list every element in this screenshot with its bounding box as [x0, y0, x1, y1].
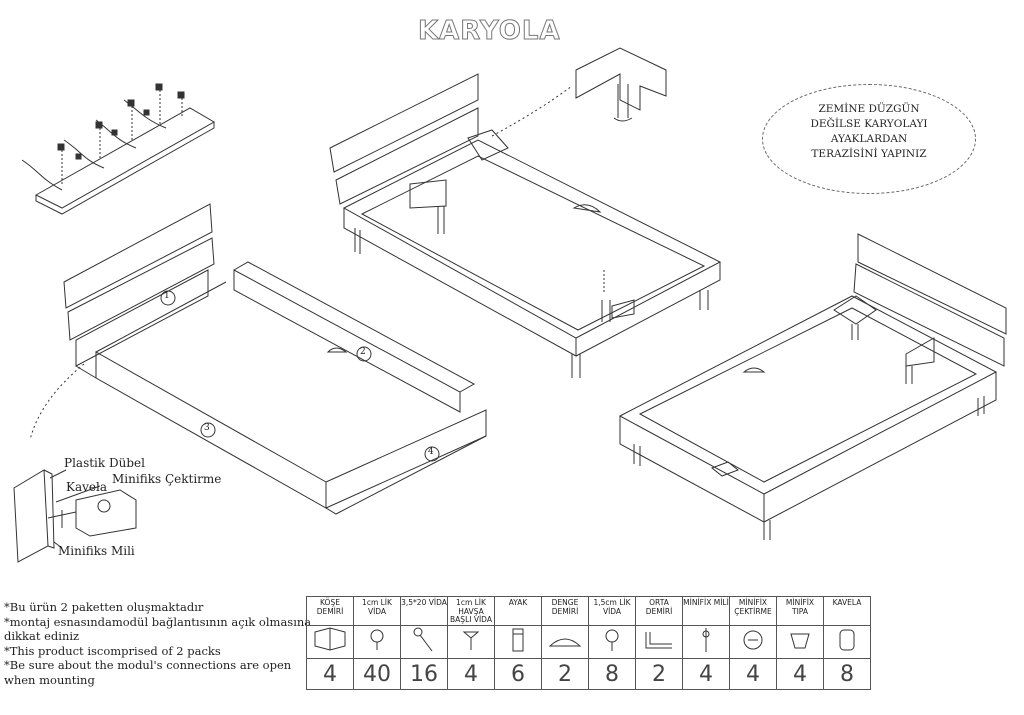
label-minifiks-mili: Minifiks Mili — [58, 544, 135, 558]
part-name: 1cm LİK VİDA — [353, 596, 401, 626]
part-illustration — [635, 625, 683, 659]
note-line: *montaj esnasındamodül bağlantısının açı… — [4, 614, 312, 629]
middle-bracket-icon — [645, 632, 672, 649]
note-line: *Bu ürün 2 paketten oluşmaktadır — [4, 600, 204, 614]
balance-bracket-icon — [548, 638, 582, 647]
part-quantity: 4 — [729, 658, 777, 690]
note-line: TERAZİSİNİ YAPINIZ — [811, 148, 927, 160]
short-screw-icon — [370, 629, 384, 650]
part-quantity: 2 — [635, 658, 683, 690]
step-number: 1 — [164, 291, 170, 301]
part-quantity: 4 — [447, 658, 495, 690]
part-quantity: 16 — [400, 658, 448, 690]
part-illustration — [447, 625, 495, 659]
part-illustration — [541, 625, 589, 659]
slats-screws-drawing — [21, 83, 216, 215]
bed-frame-assembled-top — [329, 47, 722, 378]
part-illustration — [776, 625, 824, 659]
minifix-cap-icon — [790, 633, 810, 649]
note-line: dikkat ediniz — [4, 629, 80, 643]
part-name: 3,5*20 VİDA — [400, 596, 448, 626]
part-name: DENGE DEMİRİ — [541, 596, 589, 626]
part-illustration — [353, 625, 401, 659]
page-title: KARYOLA — [418, 16, 561, 47]
dowel-icon — [839, 629, 855, 651]
note-line: DEĞİLSE KARYOLAYI — [810, 118, 928, 130]
part-illustration — [588, 625, 636, 659]
step-number: 4 — [428, 447, 434, 457]
medium-screw-icon — [605, 629, 619, 651]
countersunk-screw-icon — [462, 631, 480, 650]
part-name: KAVELA — [823, 596, 871, 626]
part-name: ORTA DEMİRİ — [635, 596, 683, 626]
part-name: 1,5cm LİK VİDA — [588, 596, 636, 626]
bed-frame-assembled-right — [618, 233, 1007, 540]
part-quantity: 2 — [541, 658, 589, 690]
long-screw-icon — [413, 627, 433, 652]
minifix-connection-detail — [13, 469, 137, 563]
leg-icon — [512, 628, 524, 652]
part-quantity: 4 — [682, 658, 730, 690]
part-name: MİNİFİX MİLİ — [682, 596, 730, 626]
part-illustration — [306, 625, 354, 659]
part-quantity: 6 — [494, 658, 542, 690]
part-illustration — [400, 625, 448, 659]
part-quantity: 4 — [306, 658, 354, 690]
label-kavela: Kavela — [66, 480, 107, 494]
note-line: *This product iscomprised of 2 packs — [4, 643, 221, 658]
bed-frame-exploded-left — [29, 203, 487, 515]
part-quantity: 40 — [353, 658, 401, 690]
part-illustration — [494, 625, 542, 659]
minifix-cam-icon — [743, 630, 763, 650]
leveling-note: ZEMİNE DÜZGÜN DEĞİLSE KARYOLAYI AYAKLARD… — [762, 84, 976, 194]
step-number: 2 — [360, 347, 366, 357]
package-notes: *Bu ürün 2 paketten oluşmaktadır *montaj… — [4, 600, 312, 687]
part-name: AYAK — [494, 596, 542, 626]
part-illustration — [823, 625, 871, 659]
label-plastik-dubel: Plastik Dübel — [64, 456, 145, 470]
part-quantity: 8 — [823, 658, 871, 690]
part-name: 1cm LİK HAVŞA BAŞLI VİDA — [447, 596, 495, 626]
part-illustration — [729, 625, 777, 659]
note-line: ZEMİNE DÜZGÜN — [818, 103, 920, 115]
note-line: AYAKLARDAN — [830, 133, 908, 145]
step-number: 3 — [204, 423, 210, 433]
note-line: *Be sure about the modul's connections a… — [4, 658, 292, 672]
part-quantity: 4 — [776, 658, 824, 690]
part-name: MİNİFİX ÇEKTİRME — [729, 596, 777, 626]
part-name: MİNİFİX TIPA — [776, 596, 824, 626]
part-illustration — [682, 625, 730, 659]
part-name: KÖŞE DEMİRİ — [306, 596, 354, 626]
part-quantity: 8 — [588, 658, 636, 690]
assembly-drawings — [13, 47, 1007, 563]
minifix-bolt-icon — [702, 628, 710, 652]
corner-bracket-icon — [314, 627, 346, 651]
label-minifiks-cektirme: Minifiks Çektirme — [112, 472, 222, 486]
note-line: when mounting — [4, 672, 95, 687]
